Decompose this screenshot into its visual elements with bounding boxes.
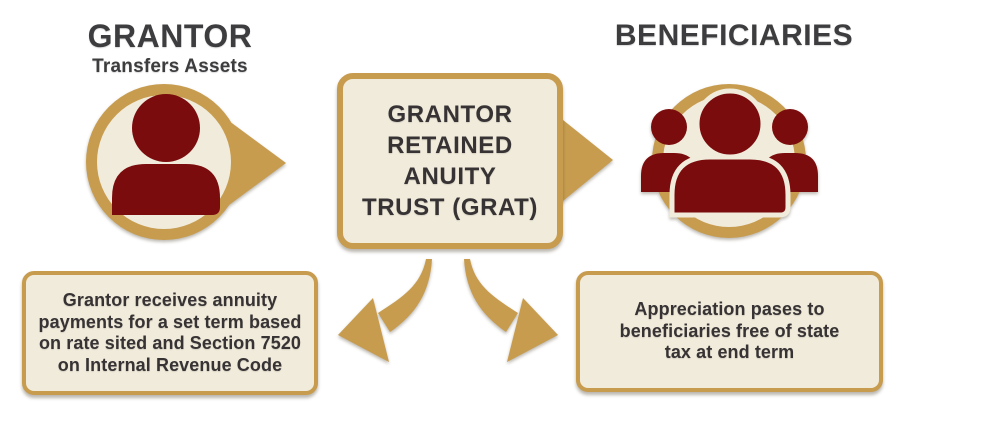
grantor-annuity-note-text: Grantor receives annuity payments for a … — [38, 290, 302, 375]
person-icon — [86, 84, 286, 240]
grantor-annuity-note-box: Grantor receives annuity payments for a … — [22, 271, 318, 395]
grat-center-box-text: GRANTOR RETAINED ANUITY TRUST (GRAT) — [361, 101, 539, 221]
people-group-icon — [641, 84, 818, 238]
grat-center-box: GRANTOR RETAINED ANUITY TRUST (GRAT) — [337, 73, 563, 249]
beneficiaries-title: BENEFICIARIES — [614, 19, 854, 52]
curved-arrow-right-icon — [464, 259, 558, 362]
arrow-right-icon — [558, 116, 613, 205]
grantor-subtitle: Transfers Assets — [92, 56, 248, 77]
grantor-title: GRANTOR — [87, 18, 253, 54]
appreciation-note-text: Appreciation pases to beneficiaries free… — [619, 299, 840, 363]
curved-arrow-left-icon — [338, 259, 432, 362]
appreciation-note-box: Appreciation pases to beneficiaries free… — [576, 271, 883, 392]
